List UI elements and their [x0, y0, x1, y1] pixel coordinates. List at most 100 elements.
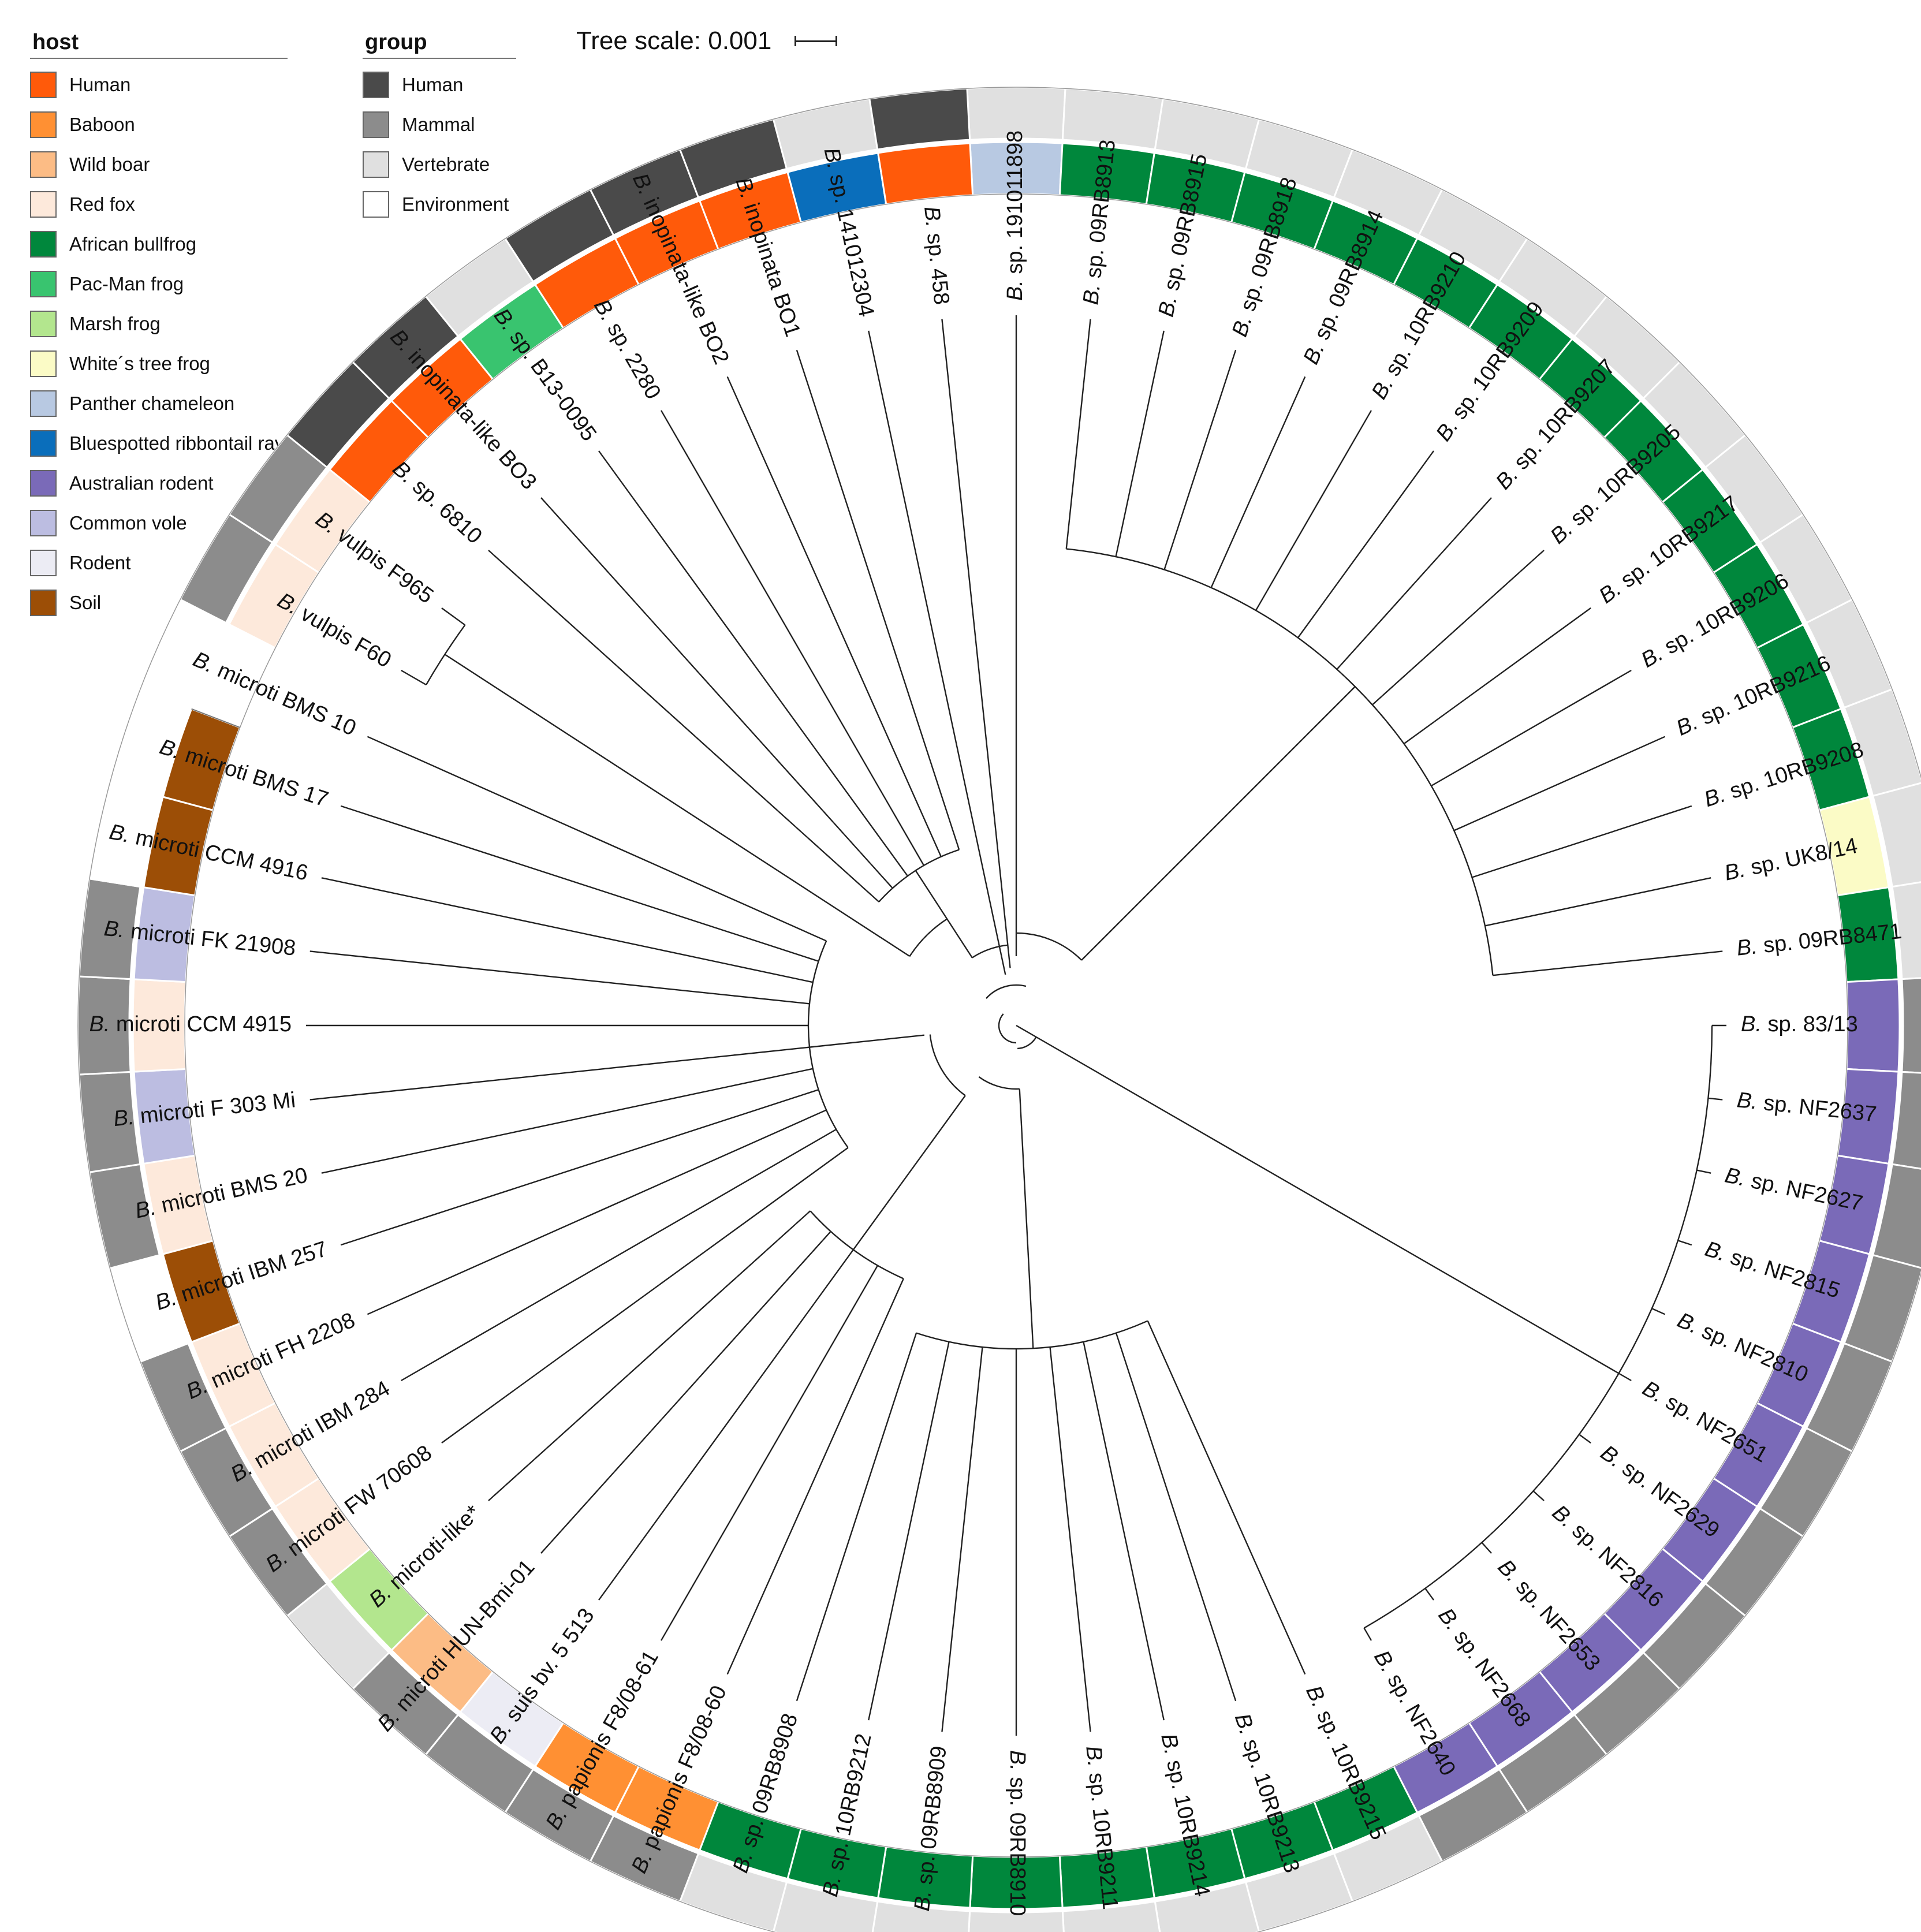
- clade-microti-stem: [809, 1034, 925, 1048]
- leaf-branch: [1255, 410, 1372, 611]
- legend-host-label: Baboon: [69, 113, 135, 135]
- legend-group-item-vertebrate: Vertebrate: [363, 144, 516, 184]
- leaf-branch: [1493, 950, 1723, 976]
- group-cell: [868, 87, 971, 151]
- legend-host-swatch: [30, 151, 57, 178]
- tree-branches: [306, 315, 1726, 1736]
- legend-host-rule: [30, 58, 288, 59]
- leaf-branch: [1618, 1372, 1632, 1382]
- legend-host-item-soil: Soil: [30, 583, 288, 622]
- leaf-branch: [1083, 1341, 1165, 1721]
- tree-scale-label: Tree scale: 0.001: [576, 27, 772, 55]
- legend-host-item-african-bullfrog: African bullfrog: [30, 224, 288, 264]
- legend-host-swatch: [30, 230, 57, 258]
- backbone-arc: [978, 1076, 1020, 1090]
- leaf-branch: [941, 319, 1011, 968]
- leaf-branch: [1453, 736, 1666, 831]
- backbone-arc: [909, 918, 948, 957]
- legend-host-swatch: [30, 430, 57, 457]
- clade-bullfrog-south-stem: [1019, 1088, 1034, 1349]
- legend-group-swatch: [363, 151, 389, 178]
- group-cell: [1871, 782, 1921, 888]
- leaf-label: B. sp. 6810: [388, 457, 487, 549]
- tree-scale-bar: [794, 36, 838, 46]
- leaf-branch: [726, 376, 942, 857]
- leaf-branch: [1115, 330, 1165, 557]
- group-cell: [968, 1910, 1065, 1932]
- legend-host-label: Wild boar: [69, 153, 150, 175]
- group-cell: [871, 1900, 971, 1932]
- backbone-arc: [929, 1034, 966, 1096]
- tree-scale: Tree scale: 0.001: [576, 27, 838, 55]
- legend-group-swatch: [363, 71, 389, 98]
- leaf-branch: [367, 1109, 827, 1315]
- clade-vulpis-stem: [444, 654, 911, 957]
- legend-host-item-human: Human: [30, 65, 288, 105]
- leaf-branch: [441, 1147, 849, 1444]
- leaf-branch: [321, 1068, 814, 1174]
- leaf-label: B. sp. 09RB8910: [1005, 1750, 1029, 1916]
- legend-host-swatch: [30, 350, 57, 377]
- legend-host-label: Australian rodent: [69, 472, 214, 494]
- root-stem: [1016, 1024, 1037, 1038]
- legend-host-swatch: [30, 469, 57, 497]
- legend-group-item-environment: Environment: [363, 184, 516, 224]
- clade-papionis-suis-stem: [852, 1095, 966, 1251]
- root-arc: [986, 984, 1027, 999]
- leaf-branch: [868, 330, 1006, 975]
- leaf-label: B. sp. 458: [919, 205, 954, 306]
- leaf-branch: [488, 1210, 811, 1501]
- leaf-label: B. sp. 83/13: [1741, 1012, 1858, 1036]
- leaf-label: B. sp. 2280: [589, 295, 665, 403]
- leaf-branch: [321, 877, 814, 983]
- annotation-rings: [77, 86, 1921, 1932]
- legend-host-item-panther-chameleon: Panther chameleon: [30, 383, 288, 423]
- leaf-branch: [598, 450, 908, 877]
- leaf-branch: [660, 410, 925, 866]
- legend-host-item-marsh-frog: Marsh frog: [30, 304, 288, 344]
- legend-host-swatch: [30, 310, 57, 337]
- legend-group-label: Mammal: [402, 113, 475, 135]
- leaf-label: B. sp. NF2653: [1493, 1555, 1605, 1676]
- leaf-branch: [660, 1265, 879, 1641]
- legend-host-label: White´s tree frog: [69, 352, 210, 374]
- leaf-branch: [1163, 349, 1237, 570]
- legend-host-swatch: [30, 111, 57, 138]
- leaf-branch: [868, 1341, 950, 1721]
- legend-host-label: Soil: [69, 591, 102, 613]
- backbone-arc: [972, 944, 1008, 958]
- leaf-branch: [340, 805, 819, 962]
- legend-host-label: Human: [69, 73, 131, 95]
- leaf-branch: [1363, 1627, 1372, 1641]
- legend-host-label: Red fox: [69, 193, 135, 215]
- leaf-branch: [941, 1347, 983, 1732]
- host-cell: [876, 142, 974, 206]
- ring-inner-outline: [184, 193, 1848, 1858]
- leaf-branch: [1579, 1434, 1591, 1444]
- legend-host-label: Bluespotted ribbontail ray: [69, 432, 285, 454]
- root-arc: [1017, 1036, 1037, 1050]
- leaf-branch: [540, 1230, 831, 1554]
- legend-host-swatch: [30, 71, 57, 98]
- leaf-label: B. sp. 191011898: [1003, 130, 1027, 301]
- group-cell: [1061, 1900, 1161, 1932]
- leaf-branch: [1297, 450, 1434, 639]
- ring-divider: [191, 708, 241, 728]
- leaf-branch: [401, 669, 427, 686]
- clade-inopinata-stem: [915, 870, 973, 958]
- backbone-arc: [1016, 932, 1082, 961]
- leaf-branch: [1372, 550, 1545, 706]
- leaf-branch: [1424, 1588, 1434, 1601]
- legend-host-swatch: [30, 270, 57, 297]
- leaf-branch: [1431, 669, 1632, 787]
- leaf-branch: [441, 607, 466, 626]
- leaf-branch: [340, 1089, 819, 1246]
- legend-host-label: African bullfrog: [69, 233, 197, 255]
- legend-host-label: Marsh frog: [69, 312, 161, 334]
- legend-group-title: group: [365, 30, 427, 54]
- legend-host-item-white-s-tree-frog: White´s tree frog: [30, 344, 288, 383]
- clade-inopinata-arc: [878, 849, 960, 902]
- legend-host-item-red-fox: Red fox: [30, 184, 288, 224]
